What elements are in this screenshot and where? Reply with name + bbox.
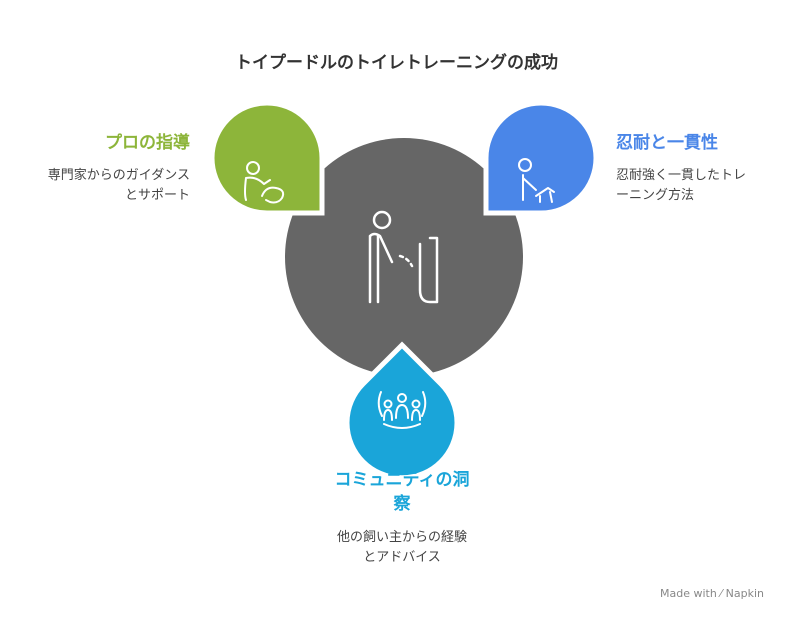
made-with-napkin-footer: Made with ⁄ Napkin	[660, 587, 764, 600]
item-desc-pro-guidance: 専門家からのガイダンス とサポート	[10, 166, 190, 206]
diagram-title: トイプードルのトイレトレーニングの成功	[235, 53, 558, 73]
community-group-icon	[377, 391, 427, 429]
item-title-community: コミュニティの洞 察	[302, 468, 502, 516]
item-desc-line: 専門家からのガイダンス	[47, 168, 190, 183]
item-desc-line: 他の飼い主からの経験	[336, 530, 467, 545]
item-title-patience: 忍耐と一貫性	[616, 133, 718, 153]
item-title-line: 察	[393, 494, 411, 514]
green-teardrop	[209, 100, 325, 216]
item-title-line: コミュニティの洞	[334, 470, 470, 490]
item-desc-community: 他の飼い主からの経験 とアドバイス	[292, 528, 512, 568]
trainer-with-dog-icon	[244, 161, 285, 204]
person-with-dog-icon	[518, 158, 555, 203]
item-desc-line: ーニング方法	[616, 188, 695, 203]
item-desc-line: とアドバイス	[363, 550, 441, 565]
item-desc-line: とサポート	[124, 188, 190, 203]
blue-teardrop	[483, 100, 599, 216]
item-title-pro-guidance: プロの指導	[105, 133, 190, 153]
item-desc-line: 忍耐強く一貫したトレ	[616, 168, 747, 183]
item-desc-patience: 忍耐強く一貫したトレ ーニング方法	[616, 166, 786, 206]
dog-urinal-icon	[368, 210, 439, 304]
cyan-teardrop	[344, 341, 460, 481]
